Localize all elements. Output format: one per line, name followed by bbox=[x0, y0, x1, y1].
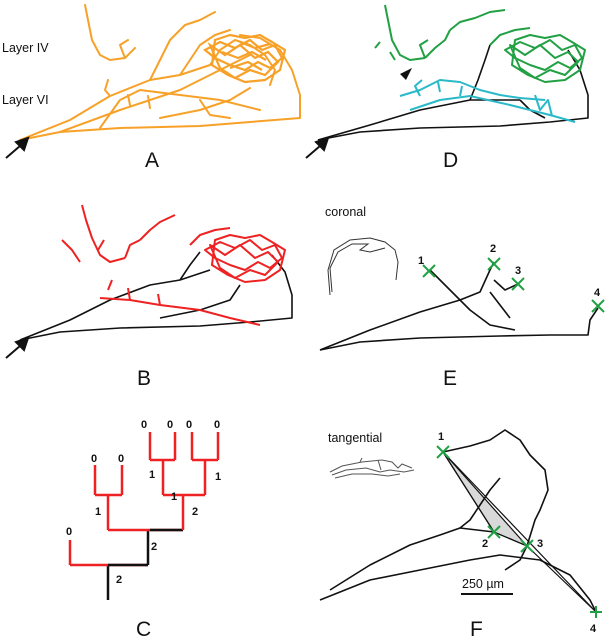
c-leaf-label-3: 0 bbox=[118, 453, 124, 465]
c-leaf-label-2: 0 bbox=[91, 453, 97, 465]
arrow-icon-b bbox=[5, 336, 30, 359]
panel-f: tangential 1 2 3 4 250 µm F bbox=[319, 429, 602, 639]
c-branch-label-5: 2 bbox=[192, 506, 198, 518]
e-marker-1 bbox=[422, 264, 436, 278]
panel-d: D bbox=[305, 4, 589, 172]
e-marker-4 bbox=[591, 299, 605, 313]
tangential-label: tangential bbox=[328, 431, 382, 445]
scale-bar-label: 250 µm bbox=[462, 577, 504, 591]
panel-b: B bbox=[5, 204, 293, 390]
black-axon-tracing-d bbox=[317, 44, 589, 141]
panel-letter-e: E bbox=[443, 367, 457, 390]
e-point-1-label: 1 bbox=[418, 255, 424, 267]
coronal-label: coronal bbox=[325, 205, 366, 219]
orange-axon-tracing bbox=[19, 4, 301, 141]
f-point-1-label: 1 bbox=[438, 431, 444, 443]
c-leaf-label-6: 0 bbox=[186, 419, 192, 431]
f-marker-4 bbox=[590, 606, 602, 618]
f-marker-3 bbox=[520, 539, 534, 553]
e-marker-2 bbox=[487, 257, 501, 271]
c-leaf-label-1: 0 bbox=[66, 526, 72, 538]
cyan-axon-tracing bbox=[399, 79, 576, 123]
tangential-inset-outline bbox=[329, 457, 415, 479]
c-branch-label-2: 1 bbox=[149, 469, 155, 481]
black-axon-tracing-f bbox=[319, 429, 597, 613]
f-point-4-label: 4 bbox=[590, 623, 597, 635]
c-leaf-label-4: 0 bbox=[141, 419, 147, 431]
f-marker-2 bbox=[487, 525, 501, 539]
f-marker-1 bbox=[436, 445, 450, 459]
panel-e: coronal 1 2 3 4 E bbox=[319, 205, 605, 390]
c-branch-label-4: 1 bbox=[215, 471, 221, 483]
panel-letter-c: C bbox=[136, 618, 151, 639]
arrow-icon-a bbox=[5, 136, 30, 159]
e-point-2-label: 2 bbox=[490, 243, 496, 255]
red-axon-tracing bbox=[61, 204, 286, 326]
c-branch-label-3: 1 bbox=[171, 491, 177, 503]
connecting-lines bbox=[442, 451, 597, 613]
orange-dense-arbor bbox=[203, 33, 287, 84]
c-branch-label-7: 2 bbox=[116, 574, 122, 586]
layer-vi-label: Layer VI bbox=[2, 93, 49, 107]
e-point-4-label: 4 bbox=[594, 287, 601, 299]
c-leaf-label-5: 0 bbox=[167, 419, 173, 431]
arrowhead-icon-d bbox=[400, 68, 412, 80]
arrow-icon-d bbox=[305, 136, 330, 159]
layer-iv-label: Layer IV bbox=[2, 41, 49, 55]
f-point-3-label: 3 bbox=[537, 538, 543, 550]
f-point-2-label: 2 bbox=[482, 538, 488, 550]
dendrogram bbox=[68, 432, 220, 600]
e-point-markers bbox=[422, 257, 605, 313]
c-branch-label-6: 2 bbox=[151, 541, 157, 553]
black-axon-tracing-e bbox=[319, 261, 599, 351]
panel-letter-d: D bbox=[443, 149, 458, 172]
panel-letter-a: A bbox=[145, 149, 159, 172]
coronal-inset-outline bbox=[327, 237, 399, 296]
e-point-3-label: 3 bbox=[515, 265, 521, 277]
green-axon-tracing bbox=[374, 4, 586, 83]
e-marker-3 bbox=[511, 277, 525, 291]
c-branch-label-1: 1 bbox=[95, 506, 101, 518]
c-leaf-label-7: 0 bbox=[214, 419, 220, 431]
f-point-markers bbox=[436, 445, 602, 618]
panel-c: 0 0 0 0 0 0 0 1 1 1 1 2 2 2 C bbox=[66, 419, 221, 639]
panel-letter-f: F bbox=[470, 618, 483, 639]
triangle-plane bbox=[442, 451, 528, 547]
panel-letter-b: B bbox=[137, 367, 151, 390]
panel-a: Layer IV Layer VI A bbox=[2, 4, 301, 172]
